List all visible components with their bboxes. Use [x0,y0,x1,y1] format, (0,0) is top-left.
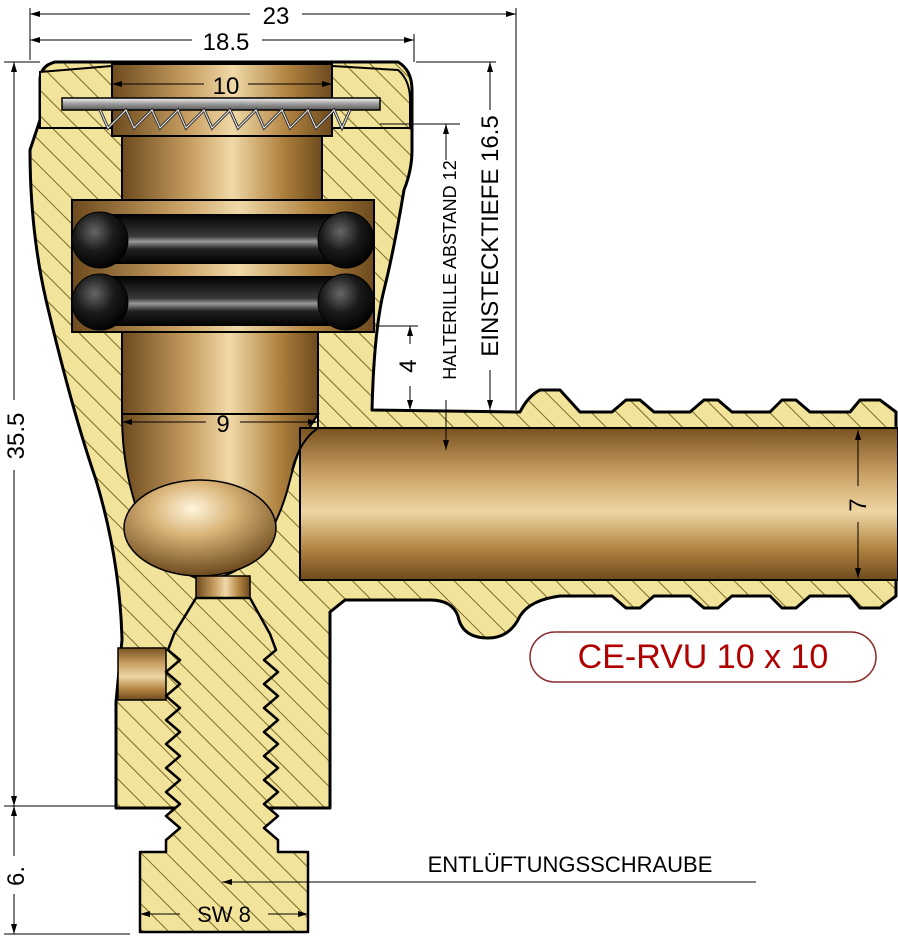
dim-overall-height: 35.5 [3,413,30,460]
oring-lower-band [104,276,344,326]
oring-upper-left [71,211,129,269]
label-vent-screw: ENTLÜFTUNGSSCHRAUBE [428,852,713,877]
dim-bore-top: 10 [213,73,240,100]
pipe-bore-joint [291,414,319,471]
side-port [117,647,167,701]
oring-upper-band [104,214,344,264]
bore-neck [121,135,323,201]
dim-pipe-bore: 7 [845,498,872,511]
vent-screw [138,596,310,934]
dimension-lines [4,8,861,935]
product-label-frame [529,631,877,683]
label-holding-groove: HALTERILLE ABSTAND 12 [440,160,460,379]
label-wrench-size: SW 8 [197,902,251,927]
retaining-ring-teeth-hl [99,109,351,130]
dim-bore-bottom: 9 [216,411,229,438]
dim-overall-width: 23 [263,3,290,30]
oring-lower-left [71,273,129,331]
bore-dome [123,479,277,577]
bore-lower [121,331,319,415]
oring-upper-right [317,211,375,269]
vent-assembly [117,575,310,934]
dim-screw-height: 6. [3,866,30,886]
dimension-texts: 23 18.5 10 9 35.5 6. 4 7 HALTERILLE ABST… [3,3,872,927]
vent-channel [195,575,251,599]
retaining-ring-band [61,97,381,111]
dim-groove-offset: 4 [395,359,422,372]
dim-body-width: 18.5 [203,29,250,56]
retaining-ring [61,97,381,132]
cap-top-right [331,64,411,129]
cap-top [39,64,113,129]
oring-lower-right [317,273,375,331]
label-insertion-depth: EINSTECKTIEFE 16.5 [477,115,504,356]
product-label-box: CE-RVU 10 x 10 [529,631,877,683]
o-rings [71,211,375,331]
product-label: CE-RVU 10 x 10 [578,638,829,676]
pipe-bore [299,427,898,581]
